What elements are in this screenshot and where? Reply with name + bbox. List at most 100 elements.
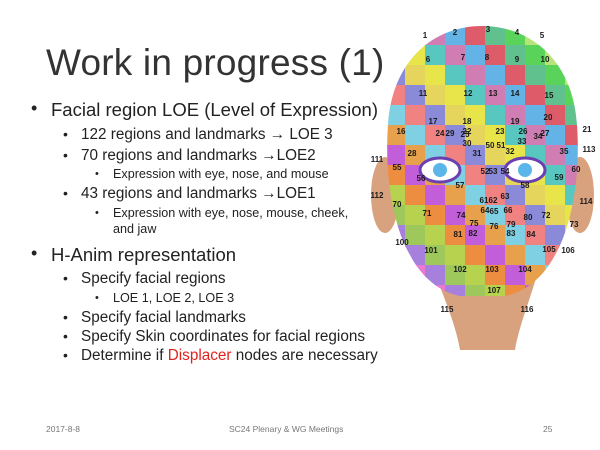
face-patch <box>425 285 446 296</box>
face-patch <box>405 45 426 66</box>
face-patch <box>565 65 578 86</box>
right-iris <box>518 163 532 177</box>
face-region-label: 76 <box>490 222 499 231</box>
face-patch <box>387 85 406 106</box>
bullet-dot: • <box>95 292 99 304</box>
bullet-70-regions: 70 regions and landmarks →LOE2 <box>81 147 316 164</box>
face-patch <box>565 85 578 106</box>
face-patch <box>425 245 446 266</box>
bullet-h-anim-representation: H-Anim representation <box>51 244 237 265</box>
face-region-label: 63 <box>501 192 510 201</box>
face-region-label: 13 <box>489 89 498 98</box>
face-region-label: 105 <box>542 245 556 254</box>
face-region-label: 115 <box>441 305 454 314</box>
face-region-label: 56 <box>417 174 426 183</box>
face-patch <box>425 125 446 146</box>
face-patch <box>405 285 426 296</box>
face-region-label: 61 <box>480 196 489 205</box>
bullet-expression-cheek: Expression with eye, nose, mouse, cheek, <box>113 206 349 220</box>
bullet-43-regions: 43 regions and landmarks →LOE1 <box>81 185 316 202</box>
face-region-label: 57 <box>456 181 465 190</box>
face-region-label: 51 <box>497 141 506 150</box>
face-patch <box>565 265 578 286</box>
displacer-text-prefix: Determine if <box>81 347 168 364</box>
bullet-specify-facial-landmarks: Specify facial landmarks <box>81 309 246 326</box>
face-region-label: 10 <box>541 55 550 64</box>
face-patch <box>505 65 526 86</box>
face-patch <box>525 245 546 266</box>
face-patch <box>387 165 406 186</box>
face-region-label: 71 <box>423 209 432 218</box>
bullet-expression-eye-nose-mouse: Expression with eye, nose, and mouse <box>113 167 329 181</box>
face-region-label: 6 <box>426 55 431 64</box>
face-region-label: 54 <box>501 167 510 176</box>
face-patch <box>425 65 446 86</box>
face-patch <box>505 125 526 146</box>
bullet-skin-coordinates: Specify Skin coordinates for facial regi… <box>81 328 365 345</box>
face-region-label: 29 <box>446 129 455 138</box>
face-region-label: 73 <box>570 220 579 229</box>
face-patch <box>525 105 546 126</box>
face-region-label: 107 <box>487 286 501 295</box>
face-patch <box>505 205 526 226</box>
face-patch <box>445 205 466 226</box>
bullet-loe-levels: LOE 1, LOE 2, LOE 3 <box>113 291 235 305</box>
face-patch <box>425 85 446 106</box>
face-region-label: 113 <box>583 145 596 154</box>
footer-date: 2017-8-8 <box>46 424 81 434</box>
face-patch <box>425 26 446 46</box>
face-region-label: 116 <box>521 305 534 314</box>
face-region-label: 16 <box>397 127 406 136</box>
face-region-label: 79 <box>507 220 516 229</box>
face-patch <box>387 45 406 66</box>
face-region-label: 82 <box>469 229 478 238</box>
face-region-label: 81 <box>454 230 463 239</box>
bullet-dot: • <box>63 147 68 163</box>
face-patch <box>445 125 466 146</box>
face-region-label: 7 <box>461 53 466 62</box>
face-region-label: 24 <box>436 129 445 138</box>
face-region-label: 106 <box>561 246 575 255</box>
face-patch <box>545 125 566 146</box>
face-patch-group <box>387 26 578 296</box>
face-patch <box>485 65 506 86</box>
face-patch <box>545 265 566 286</box>
face-patch <box>485 285 506 296</box>
face-region-label: 75 <box>470 219 479 228</box>
face-region-label: 102 <box>453 265 467 274</box>
face-region-label: 62 <box>489 196 498 205</box>
face-patch <box>445 85 466 106</box>
face-patch <box>565 26 578 46</box>
bullet-dot: • <box>63 309 68 325</box>
face-patch <box>425 105 446 126</box>
face-patch <box>485 105 506 126</box>
face-region-label: 25 <box>461 130 470 139</box>
face-patch <box>565 145 578 166</box>
bullet-displacer-nodes: Determine if Displacer nodes are necessa… <box>81 347 378 365</box>
face-patch <box>545 85 566 106</box>
face-patch <box>485 245 506 266</box>
face-patch <box>465 145 486 166</box>
bullet-dot: • <box>31 243 38 263</box>
face-region-label: 112 <box>371 191 384 200</box>
face-region-label: 3 <box>486 25 491 34</box>
bullet-dot: • <box>63 185 68 201</box>
face-region-label: 1 <box>423 31 428 40</box>
face-region-label: 72 <box>542 211 551 220</box>
face-patch <box>485 185 506 206</box>
bullet-specify-facial-regions: Specify facial regions <box>81 270 226 287</box>
face-patch <box>405 105 426 126</box>
face-region-label: 80 <box>524 213 533 222</box>
face-patch <box>387 26 406 46</box>
face-patch <box>485 45 506 66</box>
face-patch <box>485 145 506 166</box>
face-region-label: 103 <box>485 265 499 274</box>
face-region-label: 84 <box>527 230 536 239</box>
face-patch <box>485 225 506 246</box>
face-region-label: 15 <box>545 91 554 100</box>
face-patch <box>565 285 578 296</box>
face-patch <box>465 26 486 46</box>
face-patch <box>405 185 426 206</box>
